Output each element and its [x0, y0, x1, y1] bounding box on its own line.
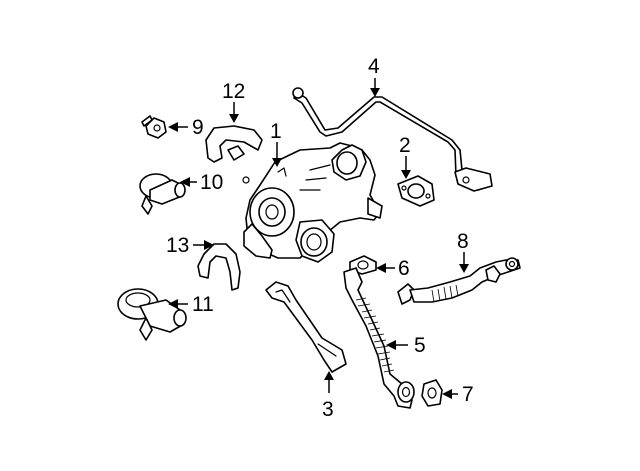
callout-7: 7	[462, 383, 474, 406]
callout-13: 13	[166, 234, 189, 257]
callout-labels: 1 2 3 4 5 6 7 8 9 10 11 12 13	[166, 55, 474, 421]
part-11-bypass-valve[interactable]	[117, 288, 187, 341]
callout-8: 8	[457, 230, 469, 253]
callout-10: 10	[200, 171, 223, 194]
callout-9: 9	[192, 116, 204, 139]
callout-4: 4	[368, 55, 380, 78]
part-7-gasket[interactable]	[421, 379, 443, 407]
part-10-diverter-valve[interactable]	[139, 173, 186, 215]
callout-3: 3	[322, 398, 334, 421]
callout-6: 6	[398, 257, 410, 280]
callout-12: 12	[222, 80, 245, 103]
leader-lines	[168, 78, 469, 399]
callout-1: 1	[270, 120, 282, 143]
callout-2: 2	[399, 134, 411, 157]
part-8-coolant-line[interactable]	[397, 257, 521, 305]
part-2-gasket[interactable]	[397, 175, 435, 207]
part-1-turbocharger[interactable]	[242, 142, 383, 263]
part-13-hose[interactable]	[197, 243, 241, 291]
part-9-valve[interactable]	[141, 115, 167, 139]
callout-11: 11	[192, 293, 214, 316]
part-12-hose[interactable]	[205, 125, 263, 163]
part-3-bracket[interactable]	[265, 281, 347, 373]
callout-5: 5	[414, 334, 426, 357]
part-5-oil-return-line[interactable]	[343, 267, 415, 409]
part-4-oil-feed-line[interactable]	[292, 87, 493, 192]
